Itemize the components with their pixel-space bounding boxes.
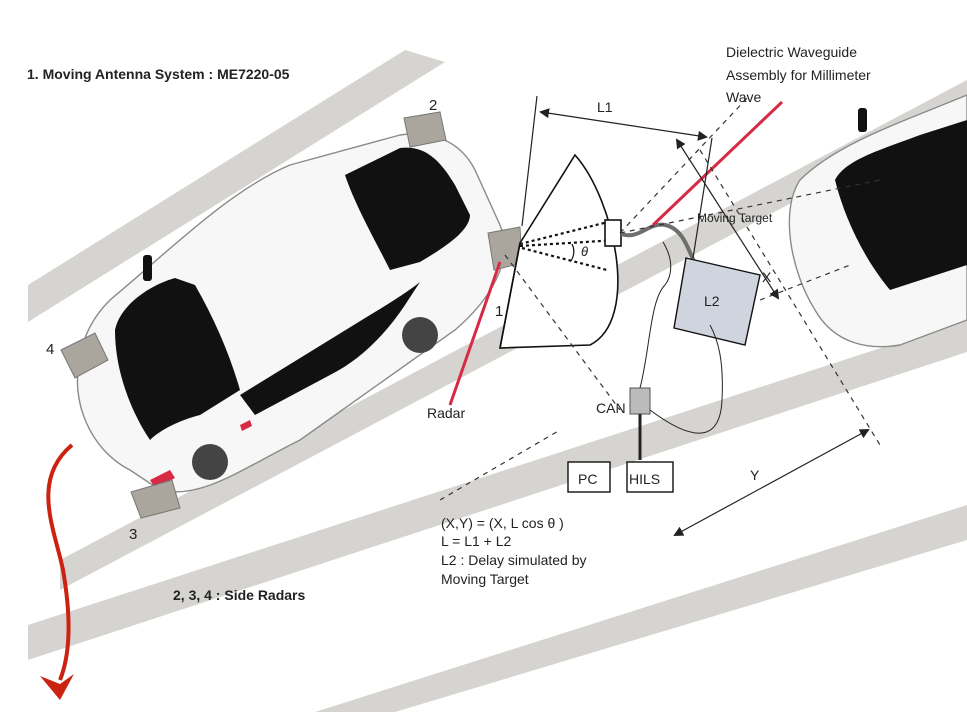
exit-direction-arrow: [46, 443, 74, 681]
waveguide-label-line-3: Wave: [726, 89, 761, 105]
sensor-4: [60, 332, 109, 379]
waveguide-label-line-1: Dielectric Waveguide: [726, 44, 857, 60]
car-side-mirror: [143, 255, 152, 281]
car-side-light: [240, 420, 252, 431]
label-moving-target: Moving Target: [697, 211, 773, 225]
label-sensor-3: 3: [129, 526, 137, 543]
label-sensor-1: 1: [495, 303, 503, 320]
moving-target-box: [673, 257, 761, 346]
radar-beams: [519, 220, 618, 272]
label-y: Y: [750, 467, 760, 483]
car-rear-wheel: [192, 444, 228, 480]
radar-fan-left-edge: [499, 242, 521, 349]
wiring: [639, 241, 723, 434]
radar-field-of-view: [499, 153, 619, 349]
label-sensor-2: 2: [429, 97, 437, 114]
moving-antenna: [604, 219, 622, 247]
radar-pointer: [448, 261, 502, 406]
label-radar: Radar: [427, 405, 465, 421]
target-car-mirror: [858, 108, 867, 132]
road-stripe-1: [28, 50, 445, 322]
exit-arrow-head: [40, 674, 74, 700]
formula-line-1: (X,Y) = (X, L cos θ ): [441, 515, 564, 531]
car-tail-light: [150, 470, 175, 488]
beam-lower: [521, 246, 608, 272]
sensor-2: [403, 111, 447, 148]
car-front-wheel: [402, 317, 438, 353]
label-pc: PC: [578, 471, 597, 487]
hils-box: [626, 461, 674, 493]
pc-box: [567, 461, 611, 493]
ego-car: [76, 133, 506, 493]
car-side-windows: [240, 282, 420, 415]
label-can: CAN: [596, 400, 626, 416]
can-box: [629, 387, 651, 415]
target-car: [788, 94, 967, 348]
formula-line-4: Moving Target: [441, 571, 529, 587]
label-x: X: [762, 269, 772, 285]
theta-arc: [570, 243, 575, 262]
target-car-windshield: [835, 120, 967, 290]
label-hils: HILS: [629, 471, 660, 487]
side-radars-note: 2, 3, 4 : Side Radars: [173, 587, 305, 603]
dimension-y-arrow: [673, 429, 870, 536]
beam-center: [519, 238, 618, 248]
road-stripe-3: [28, 320, 967, 660]
label-l2: L2: [704, 293, 720, 309]
label-l1: L1: [597, 99, 613, 115]
system-title: 1. Moving Antenna System : ME7220-05: [27, 66, 290, 82]
dimension-x-arrow: [675, 138, 780, 300]
sensor-3: [130, 479, 181, 519]
formula-line-2: L = L1 + L2: [441, 533, 512, 549]
car-rear-window: [115, 278, 240, 440]
waveguide-label-line-2: Assembly for Millimeter: [726, 67, 871, 83]
label-sensor-4: 4: [46, 341, 54, 358]
road-stripe-4: [315, 505, 967, 712]
car-windshield: [345, 147, 470, 270]
sensors: [60, 111, 523, 519]
formula-line-3: L2 : Delay simulated by: [441, 552, 587, 568]
label-theta: θ: [581, 244, 588, 259]
